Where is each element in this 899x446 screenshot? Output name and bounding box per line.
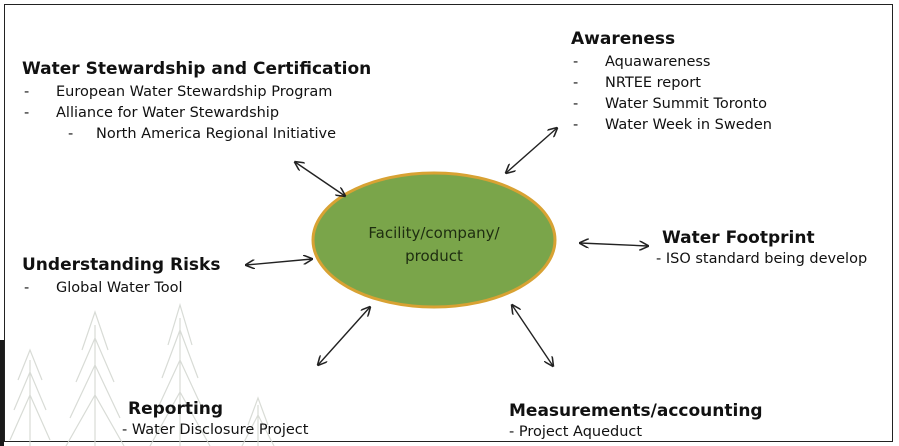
diagram-frame	[4, 4, 893, 442]
list-item-text: NRTEE report	[605, 75, 701, 91]
list-item-text: Global Water Tool	[56, 280, 183, 296]
central-ellipse	[311, 171, 557, 309]
stewardship-block: Water Stewardship and Certification - Eur…	[22, 58, 371, 145]
list-item: - European Water Stewardship Program	[22, 82, 371, 103]
awareness-heading: Awareness	[571, 29, 676, 49]
central-node-label: Facility/company/ product	[324, 222, 544, 268]
reporting-heading: Reporting	[128, 399, 224, 419]
list-item-text: North America Regional Initiative	[96, 126, 337, 142]
list-item-text: Water Summit Toronto	[605, 96, 767, 112]
dash-marker: -	[573, 117, 579, 133]
list-item: - Water Week in Sweden	[571, 115, 772, 136]
reporting-block: Reporting - Water Disclosure Project	[122, 398, 308, 441]
tree-watermark	[9, 302, 275, 446]
measurements-heading: Measurements/accounting	[509, 401, 763, 421]
list-item-text: European Water Stewardship Program	[56, 84, 333, 100]
risks-list: - Global Water Tool	[22, 278, 220, 299]
sub-list-item: - North America Regional Initiative	[22, 124, 371, 145]
central-label-line1: Facility/company/	[368, 224, 500, 242]
arrow-footprint	[580, 243, 648, 246]
footprint-heading: Water Footprint	[662, 228, 815, 248]
dash-marker: -	[24, 84, 30, 100]
awareness-block: Awareness - Aquawareness - NRTEE report - W…	[571, 28, 772, 136]
measurements-line: - Project Aqueduct	[509, 424, 643, 440]
list-item: - NRTEE report	[571, 73, 772, 94]
dash-marker: -	[573, 75, 579, 91]
list-item: - Water Summit Toronto	[571, 94, 772, 115]
arrow-stewardship	[295, 162, 345, 196]
awareness-list: - Aquawareness - NRTEE report - Water Summi…	[571, 52, 772, 136]
list-item-text: Aquawareness	[605, 54, 711, 70]
dash-marker: -	[24, 280, 30, 296]
left-edge-bar	[0, 340, 4, 446]
arrow-awareness	[506, 128, 557, 173]
risks-heading: Understanding Risks	[22, 255, 221, 275]
list-item-text: Alliance for Water Stewardship	[56, 105, 280, 121]
list-item-text: Water Week in Sweden	[605, 117, 772, 133]
reporting-line: - Water Disclosure Project	[122, 422, 309, 438]
stewardship-heading: Water Stewardship and Certification	[22, 59, 372, 79]
risks-block: Understanding Risks - Global Water Tool	[22, 254, 220, 299]
central-label-line2: product	[405, 247, 463, 265]
list-item: - Aquawareness	[571, 52, 772, 73]
arrow-measurements	[512, 305, 553, 366]
dash-marker: -	[68, 126, 74, 142]
footprint-line: - ISO standard being develop	[656, 251, 868, 267]
dash-marker: -	[573, 54, 579, 70]
measurements-block: Measurements/accounting - Project Aquedu…	[509, 400, 763, 443]
list-item: - Alliance for Water Stewardship	[22, 103, 371, 124]
arrow-reporting	[318, 307, 370, 365]
stewardship-list: - European Water Stewardship Program - All…	[22, 82, 371, 145]
dash-marker: -	[24, 105, 30, 121]
footprint-block: Water Footprint - ISO standard being dev…	[656, 227, 867, 270]
arrow-risks	[246, 259, 312, 265]
dash-marker: -	[573, 96, 579, 112]
list-item: - Global Water Tool	[22, 278, 220, 299]
